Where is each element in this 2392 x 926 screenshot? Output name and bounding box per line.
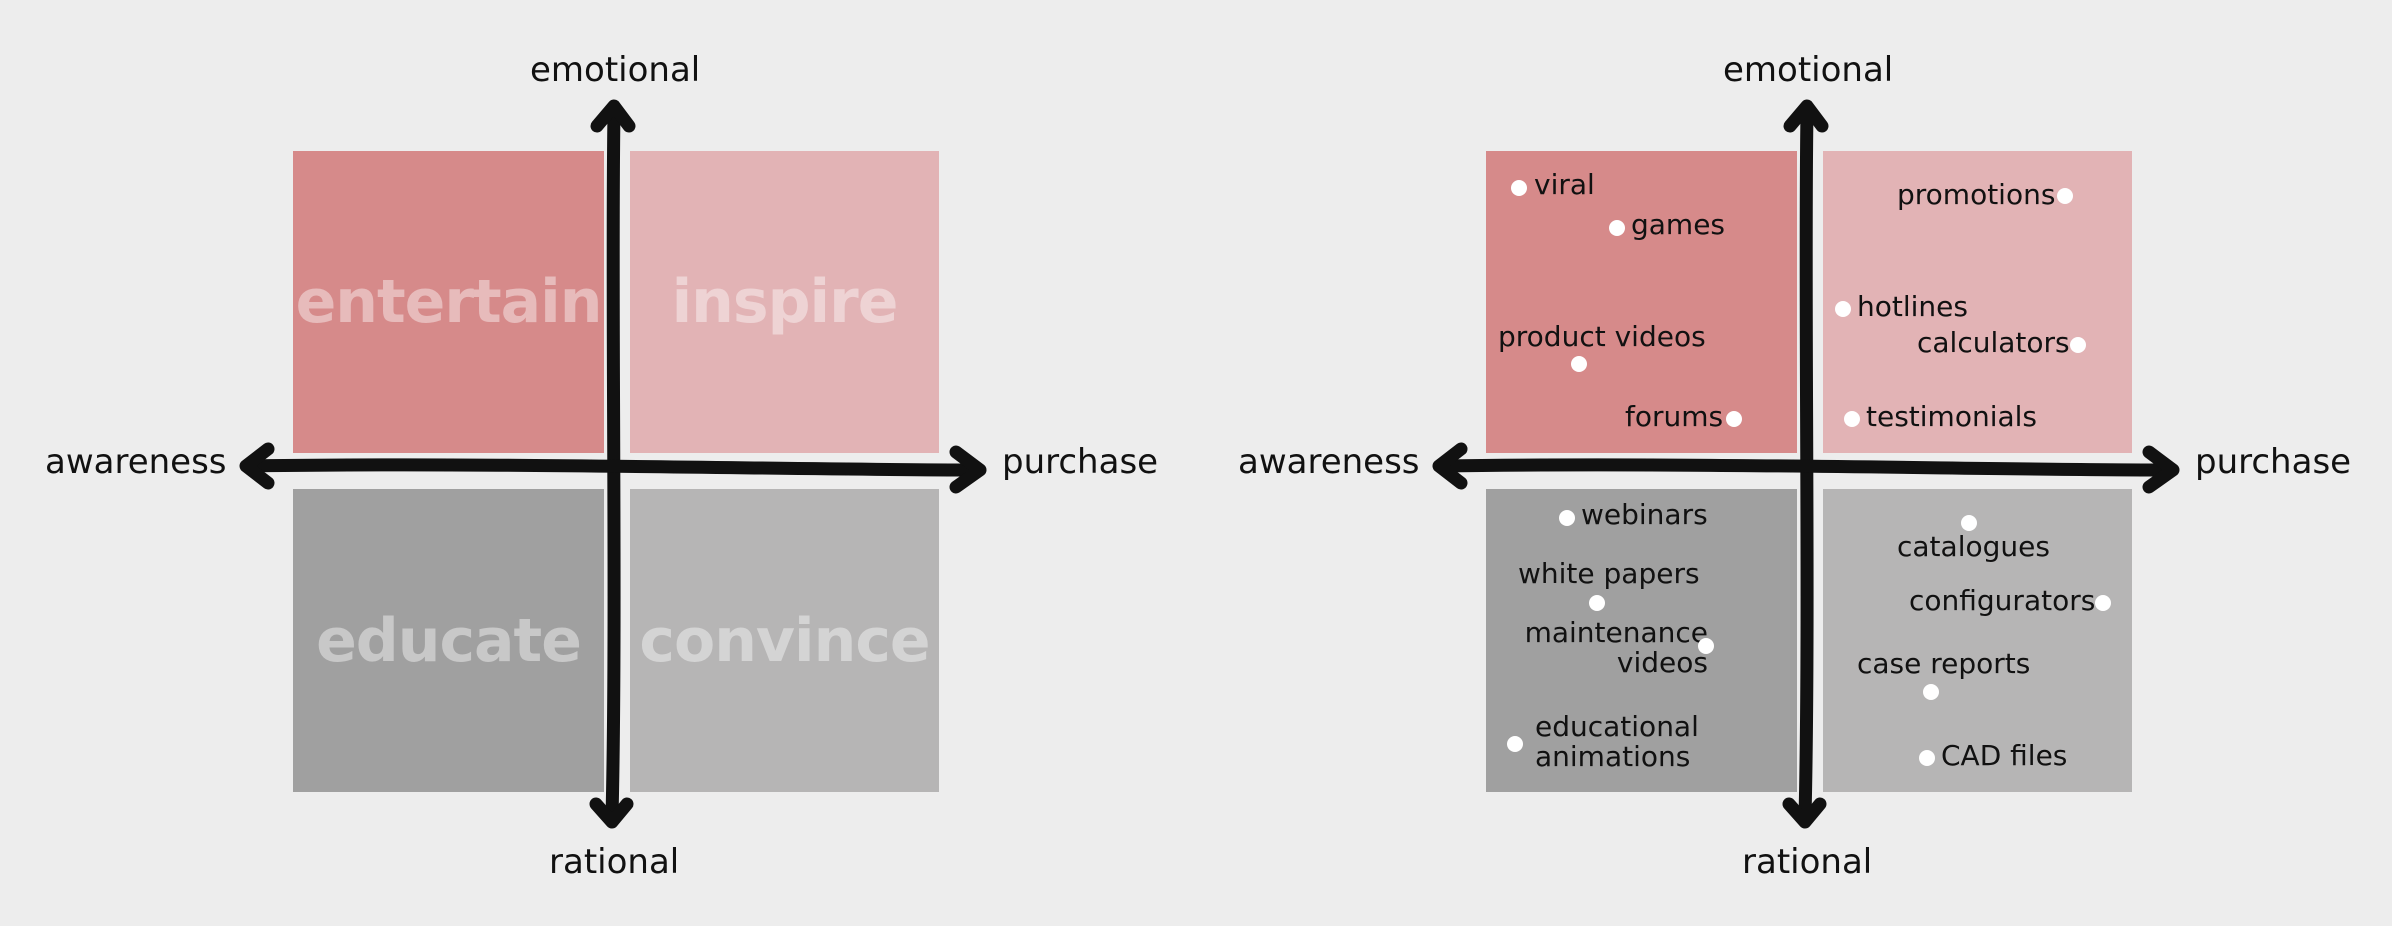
item-educational-animations: educational animations bbox=[1535, 712, 1699, 772]
quadrant-rational-awareness bbox=[1486, 489, 1797, 792]
item-catalogues: catalogues bbox=[1897, 530, 2050, 563]
item-white-papers: white papers bbox=[1518, 557, 1700, 590]
item-viral: viral bbox=[1534, 168, 1595, 201]
dot-icon bbox=[2070, 337, 2086, 353]
item-forums: forums bbox=[1625, 400, 1724, 433]
quadrant-educate: educate bbox=[293, 489, 604, 792]
item-hotlines: hotlines bbox=[1857, 290, 1968, 323]
axes bbox=[1432, 99, 2180, 829]
dot-icon bbox=[1698, 638, 1714, 654]
quadrant-rational-purchase bbox=[1823, 489, 2132, 792]
item-promotions: promotions bbox=[1897, 178, 2056, 211]
arrow-down-icon bbox=[589, 797, 634, 829]
quadrant-emotional-purchase bbox=[1823, 151, 2132, 453]
arrow-right-icon bbox=[949, 445, 987, 494]
axis-label-rational: rational bbox=[1742, 842, 1873, 882]
dot-icon bbox=[1559, 510, 1575, 526]
item-maintenance-videos-line2: videos bbox=[1616, 646, 1708, 679]
quadrant-label-convince: convince bbox=[639, 605, 930, 676]
quadrant-diagram-left: entertain inspire educate convince emoti… bbox=[45, 50, 1159, 882]
item-configurators: configurators bbox=[1909, 584, 2096, 617]
arrow-right-icon bbox=[2142, 445, 2180, 494]
item-educational-animations-line1: educational bbox=[1535, 710, 1699, 743]
axis-label-awareness: awareness bbox=[45, 442, 227, 482]
quadrant-diagram-right: emotional rational awareness purchase vi… bbox=[1193, 0, 2389, 926]
dot-icon bbox=[1511, 180, 1527, 196]
arrow-down-icon bbox=[1782, 797, 1827, 829]
dot-icon bbox=[1609, 220, 1625, 236]
dot-icon bbox=[2095, 595, 2111, 611]
vertical-axis-line bbox=[605, 105, 621, 825]
dot-icon bbox=[1961, 515, 1977, 531]
axis-label-emotional: emotional bbox=[530, 50, 701, 90]
dot-icon bbox=[2057, 188, 2073, 204]
item-case-reports: case reports bbox=[1857, 647, 2031, 680]
dot-icon bbox=[1571, 356, 1587, 372]
axes bbox=[239, 99, 987, 829]
axis-label-awareness: awareness bbox=[1238, 442, 1420, 482]
item-product-videos: product videos bbox=[1498, 320, 1706, 353]
axis-label-purchase: purchase bbox=[1002, 442, 1159, 482]
vertical-axis-line bbox=[1798, 105, 1814, 825]
quadrant-emotional-awareness bbox=[1486, 151, 1797, 453]
quadrant-convince: convince bbox=[630, 489, 939, 792]
dot-icon bbox=[1507, 736, 1523, 752]
horizontal-axis-line bbox=[241, 458, 983, 477]
quadrant-label-entertain: entertain bbox=[295, 267, 603, 337]
item-maintenance-videos-line1: maintenance bbox=[1524, 616, 1708, 649]
quadrant-label-educate: educate bbox=[316, 605, 582, 676]
dot-icon bbox=[1589, 595, 1605, 611]
quadrant-inspire: inspire bbox=[630, 151, 939, 453]
quadrant-label-inspire: inspire bbox=[671, 267, 899, 337]
axis-label-purchase: purchase bbox=[2195, 442, 2352, 482]
arrow-up-icon bbox=[1783, 99, 1829, 133]
arrow-left-icon bbox=[239, 442, 275, 490]
item-testimonials: testimonials bbox=[1866, 400, 2038, 433]
item-webinars: webinars bbox=[1581, 498, 1708, 531]
arrow-up-icon bbox=[590, 99, 636, 133]
quadrant-entertain: entertain bbox=[293, 151, 604, 453]
item-maintenance-videos: maintenance videos bbox=[1523, 618, 1708, 678]
dot-icon bbox=[1835, 301, 1851, 317]
item-educational-animations-line2: animations bbox=[1535, 740, 1691, 773]
dot-icon bbox=[1726, 411, 1742, 427]
dot-icon bbox=[1923, 684, 1939, 700]
axis-label-rational: rational bbox=[549, 842, 680, 882]
axis-label-emotional: emotional bbox=[1723, 50, 1894, 90]
dot-icon bbox=[1844, 411, 1860, 427]
arrow-left-icon bbox=[1432, 442, 1468, 490]
item-games: games bbox=[1631, 208, 1726, 241]
horizontal-axis-line bbox=[1434, 458, 2176, 477]
item-calculators: calculators bbox=[1917, 326, 2070, 359]
dot-icon bbox=[1919, 750, 1935, 766]
item-cad-files: CAD files bbox=[1941, 739, 2068, 772]
